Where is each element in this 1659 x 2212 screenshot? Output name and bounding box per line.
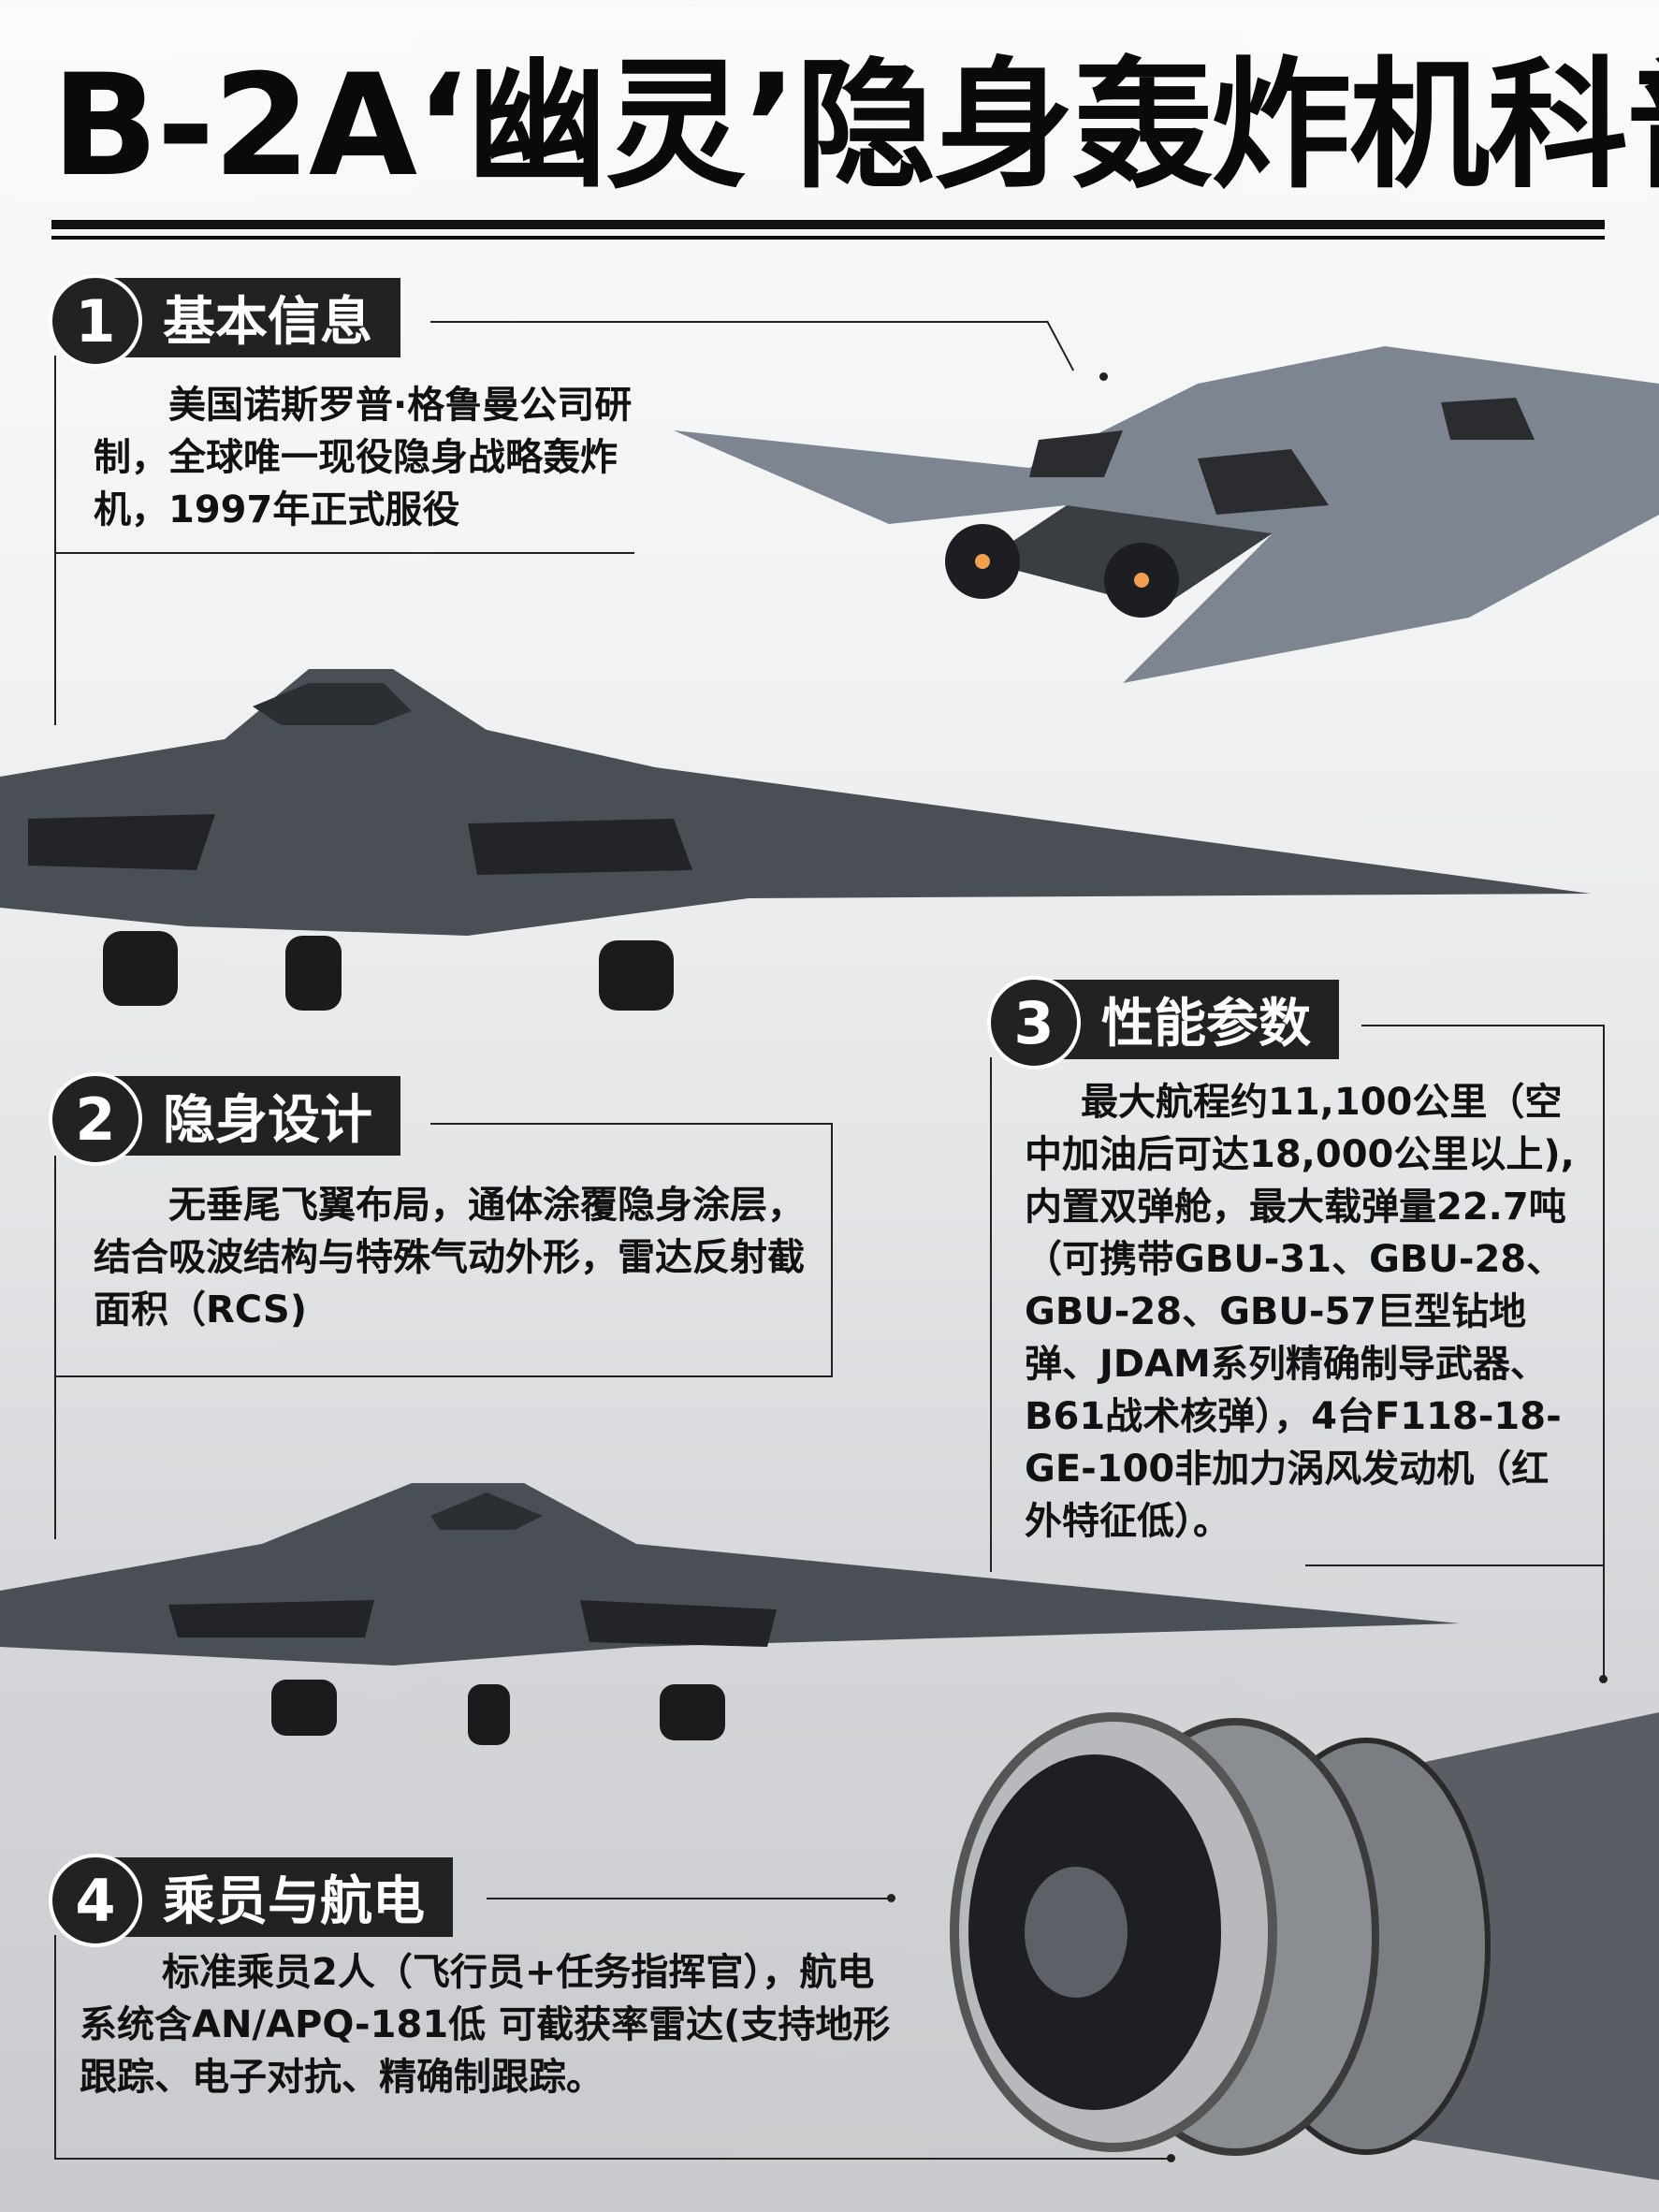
section-3-body: 最大航程约11,100公里（空中加油后可达18,000公里以上),内置双弹舱，最… <box>1025 1081 1575 1543</box>
section-1-body: 美国诺斯罗普·格鲁曼公司研制，全球唯一现役隐身战略轰炸机，1997年正式服役 <box>94 384 633 531</box>
section-4-left-rule <box>54 1935 56 2160</box>
section-1-number-badge: 1 <box>49 274 142 368</box>
b2-front-view-image-small <box>0 1483 1460 1745</box>
section-2-heading: 隐身设计 <box>114 1076 400 1156</box>
section-2-right-rule <box>831 1123 833 1377</box>
b2-front-view-image <box>0 669 1591 1011</box>
section-2-top-rule <box>430 1123 833 1125</box>
section-4-connector <box>487 1898 889 1899</box>
title-rule-thin <box>51 236 1605 240</box>
page-title: B-2A‘幽灵’隐身轰炸机科普 <box>51 45 1659 208</box>
section-3-left-rule <box>990 1057 992 1572</box>
section-3-number-badge: 3 <box>987 976 1081 1070</box>
section-4-bottom-dot <box>1167 2154 1175 2162</box>
section-3-right-rule <box>1603 1025 1605 1680</box>
section-1-left-rule <box>54 356 56 725</box>
section-2-left-rule <box>54 1156 56 1539</box>
section-1-connector <box>430 321 1048 323</box>
section-1-connector-dot <box>1099 372 1108 381</box>
section-4-number-badge: 4 <box>49 1854 142 1947</box>
title-rule-thick <box>51 220 1605 229</box>
b2-rear-view-image <box>674 346 1659 683</box>
section-3-heading: 性能参数 <box>1053 980 1339 1059</box>
section-4-body: 标准乘员2人（飞行员+任务指挥官），航电系统含AN/APQ-181低 可截获率雷… <box>80 1951 891 2099</box>
section-4-heading: 乘员与航电 <box>114 1857 453 1937</box>
section-2-number-badge: 2 <box>49 1072 142 1166</box>
section-3-top-rule <box>1361 1025 1605 1026</box>
engine-image <box>950 1712 1659 2180</box>
section-3-connector-dot <box>1599 1675 1608 1683</box>
section-4-bottom-rule <box>54 2158 1168 2160</box>
section-1-bottom-rule <box>54 552 634 554</box>
section-3-bottom-rule <box>1305 1564 1605 1566</box>
section-2-bottom-rule <box>54 1375 833 1377</box>
section-4-connector-dot <box>887 1894 895 1902</box>
section-2-body: 无垂尾飞翼布局，通体涂覆隐身涂层，结合吸波结构与特殊气动外形，雷达反射截面积（R… <box>94 1184 805 1332</box>
section-1-heading: 基本信息 <box>114 278 400 357</box>
